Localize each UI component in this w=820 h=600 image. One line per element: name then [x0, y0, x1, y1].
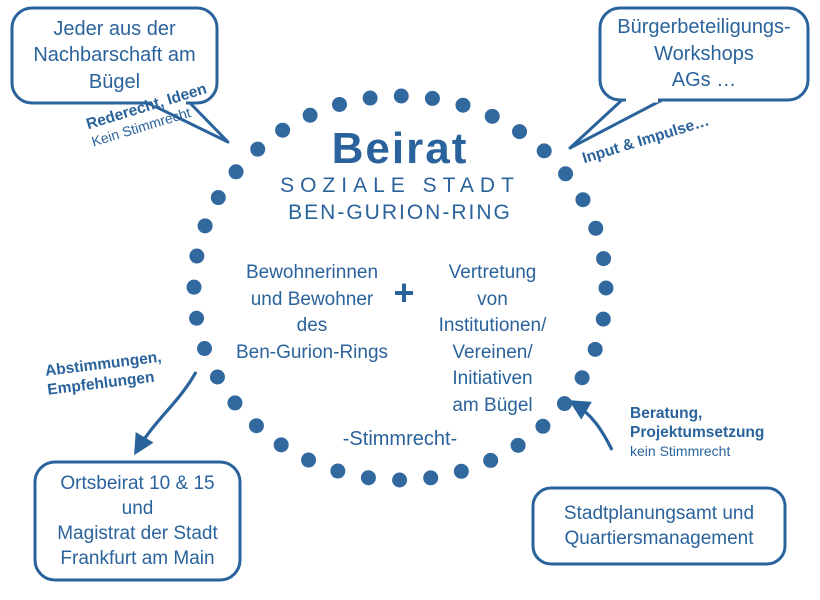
members-institutions-text: Vertretung von Institutionen/ Vereinen/ … [438, 262, 547, 416]
bubble-top-left-text: Jeder aus der Nachbarschaft am Bügel [33, 17, 196, 93]
bubble-top-right [598, 6, 810, 102]
box-bottom-right [531, 486, 787, 566]
voting-right-note: -Stimmrecht- [342, 428, 458, 450]
diagram-title: Beirat [331, 124, 469, 173]
plus-sign: + [393, 272, 415, 313]
diagram-subtitle-line2: BEN-GURION-RING [288, 201, 512, 224]
annotation-bottom-right-bold: Beratung, Projektumsetzung [630, 405, 765, 442]
annotation-bottom-right-regular: kein Stimmrecht [630, 442, 731, 459]
bubble-top-right-text: Bürgerbeteiligungs- Workshops AGs … [617, 16, 791, 92]
annotation-bottom-right: Beratung, Projektumsetzung kein Stimmrec… [630, 404, 800, 460]
dotted-circle [186, 88, 614, 488]
members-residents-text: Bewohnerinnen und Bewohner des Ben-Gurio… [235, 262, 389, 363]
box-bottom-right-text: Stadtplanungsamt und Quartiersmanagement [563, 502, 755, 549]
diagram-subtitle-line1: SOZIALE STADT [280, 174, 520, 197]
box-bottom-left-text: Ortsbeirat 10 & 15 und Magistrat der Sta… [57, 472, 218, 570]
bubble-top-left [10, 6, 219, 105]
box-bottom-left [33, 460, 242, 582]
arrow-from-stadtplanungsamt [568, 400, 614, 451]
arrow-to-ortsbeirat [134, 371, 198, 456]
